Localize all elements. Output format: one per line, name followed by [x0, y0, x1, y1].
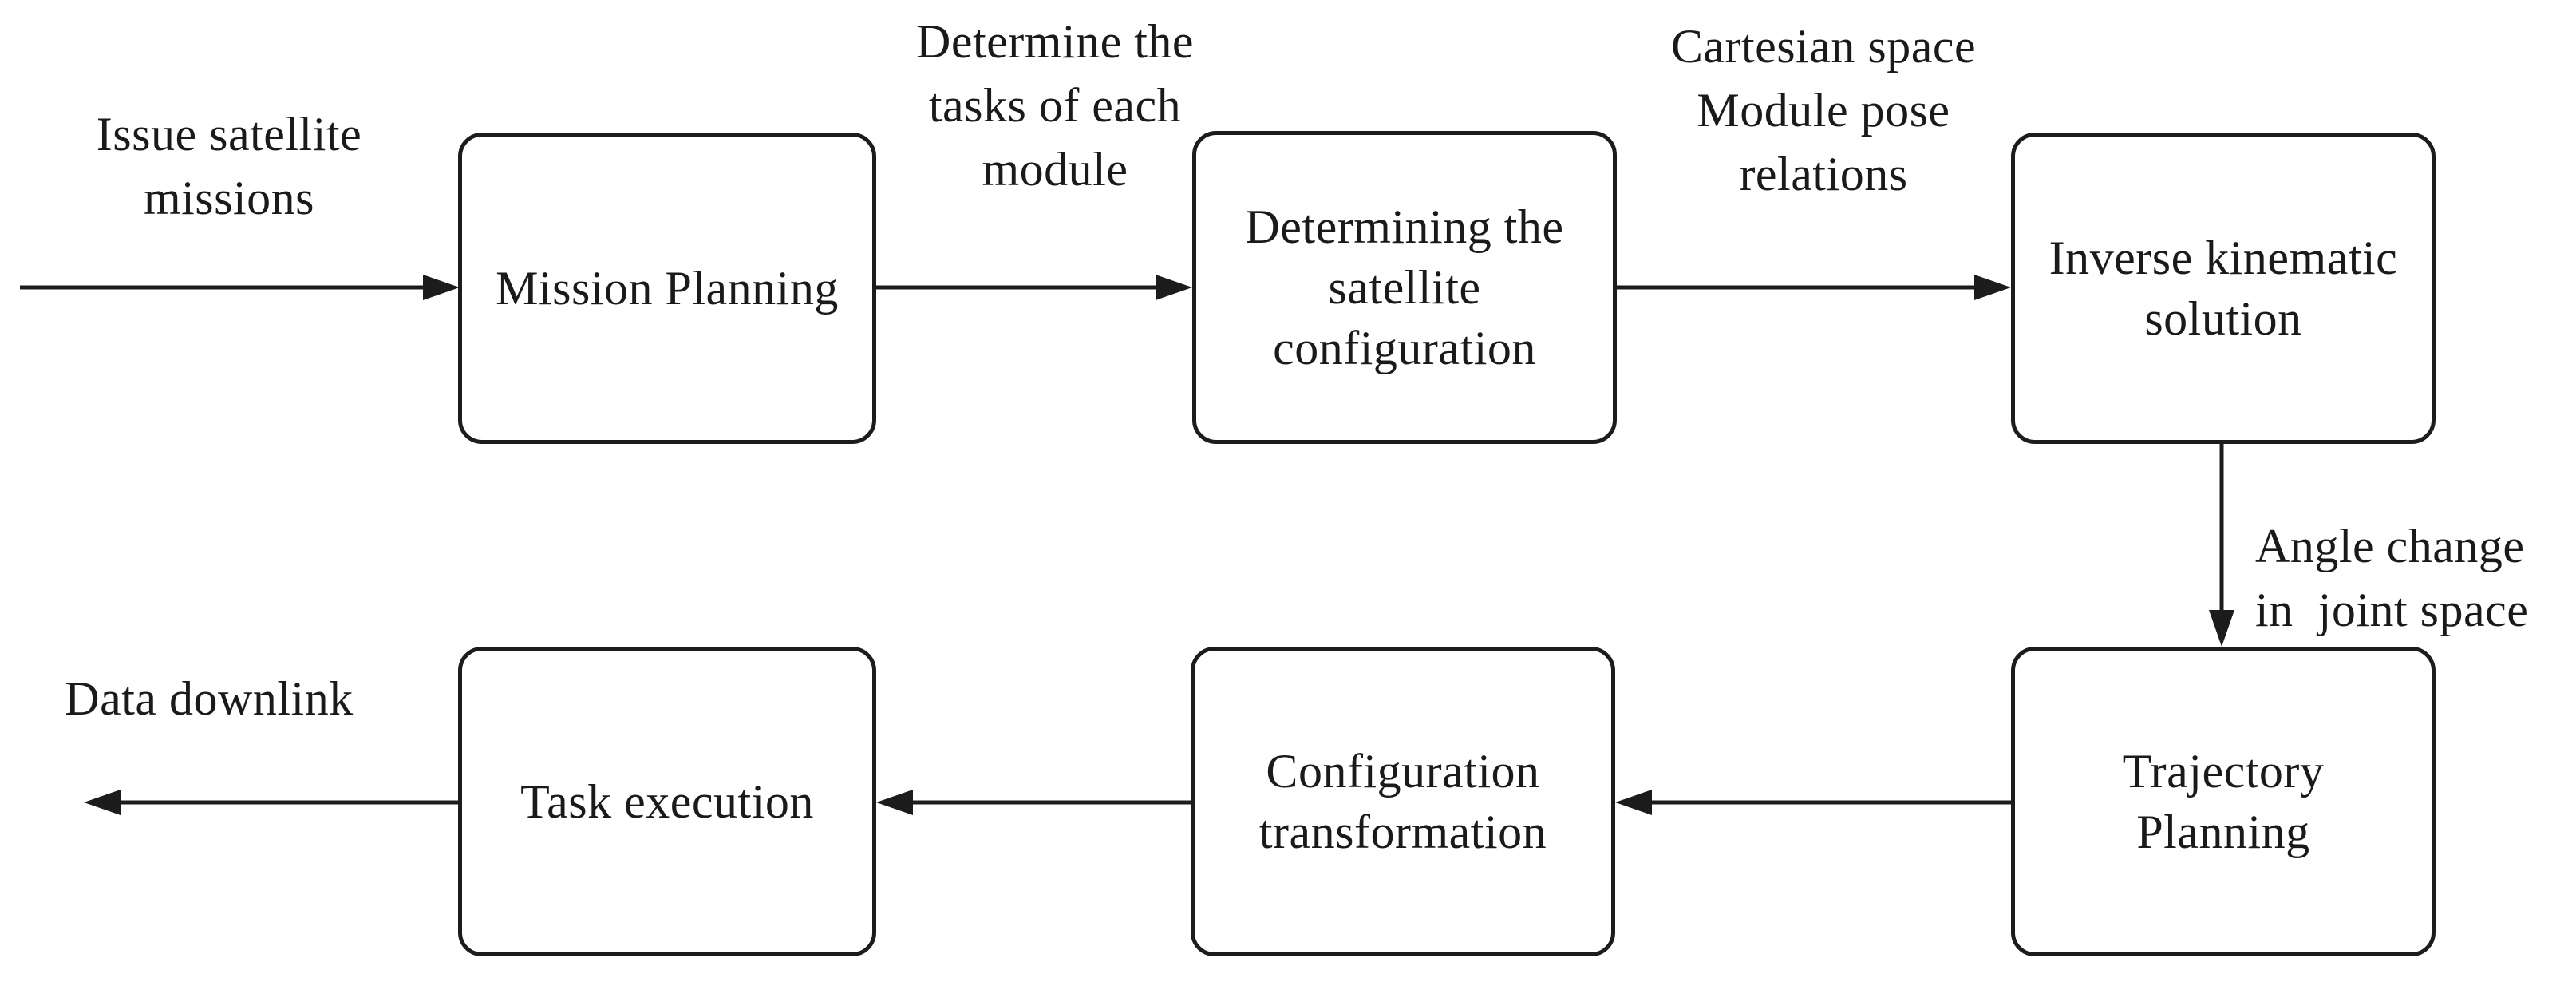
annotation-data-downlink: Data downlink: [65, 672, 354, 725]
process-box-configuration-transformation: Configuration transformation: [1191, 647, 1615, 956]
arrow-trajectory-to-transformation: [1615, 790, 2011, 815]
annotation-angle-change-in-joint-space: Angle change in joint space: [2255, 520, 2529, 636]
process-box-task-execution: Task execution: [458, 647, 876, 956]
annotation-issue-satellite-missions: Issue satellite missions: [96, 108, 362, 224]
annotation-cartesian-space-module-pose-relations: Cartesian space Module pose relations: [1670, 20, 1977, 200]
arrow-mission-to-configuration: [876, 275, 1192, 300]
process-box-trajectory-planning: Trajectory Planning: [2011, 647, 2436, 956]
arrow-configuration-to-kinematic: [1617, 275, 2011, 300]
arrow-transformation-to-execution: [876, 790, 1191, 815]
arrow-data-downlink-out: [84, 790, 458, 815]
arrow-kinematic-to-trajectory: [2209, 444, 2234, 647]
annotation-determine-tasks-of-each-module: Determine the tasks of each module: [915, 15, 1194, 196]
arrow-issue-missions-in: [20, 275, 460, 300]
process-box-satellite-configuration: Determining the satellite configuration: [1192, 131, 1617, 444]
process-box-inverse-kinematic-solution: Inverse kinematic solution: [2011, 133, 2436, 444]
process-box-mission-planning: Mission Planning: [458, 133, 876, 444]
